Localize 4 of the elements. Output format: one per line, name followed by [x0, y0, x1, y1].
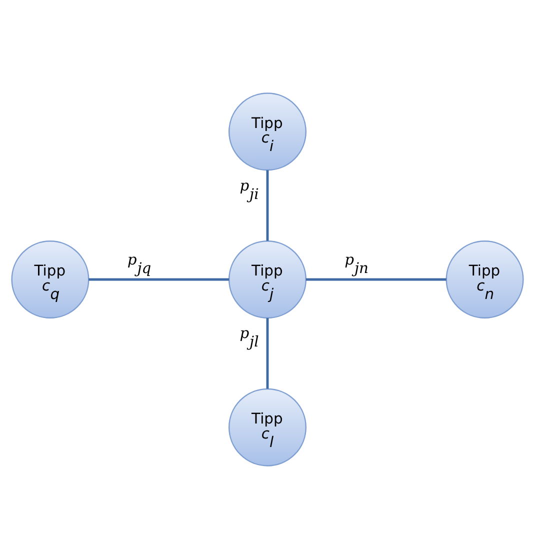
connector — [88, 278, 230, 280]
connector — [266, 317, 269, 388]
connector — [306, 278, 446, 280]
connector — [266, 170, 269, 240]
